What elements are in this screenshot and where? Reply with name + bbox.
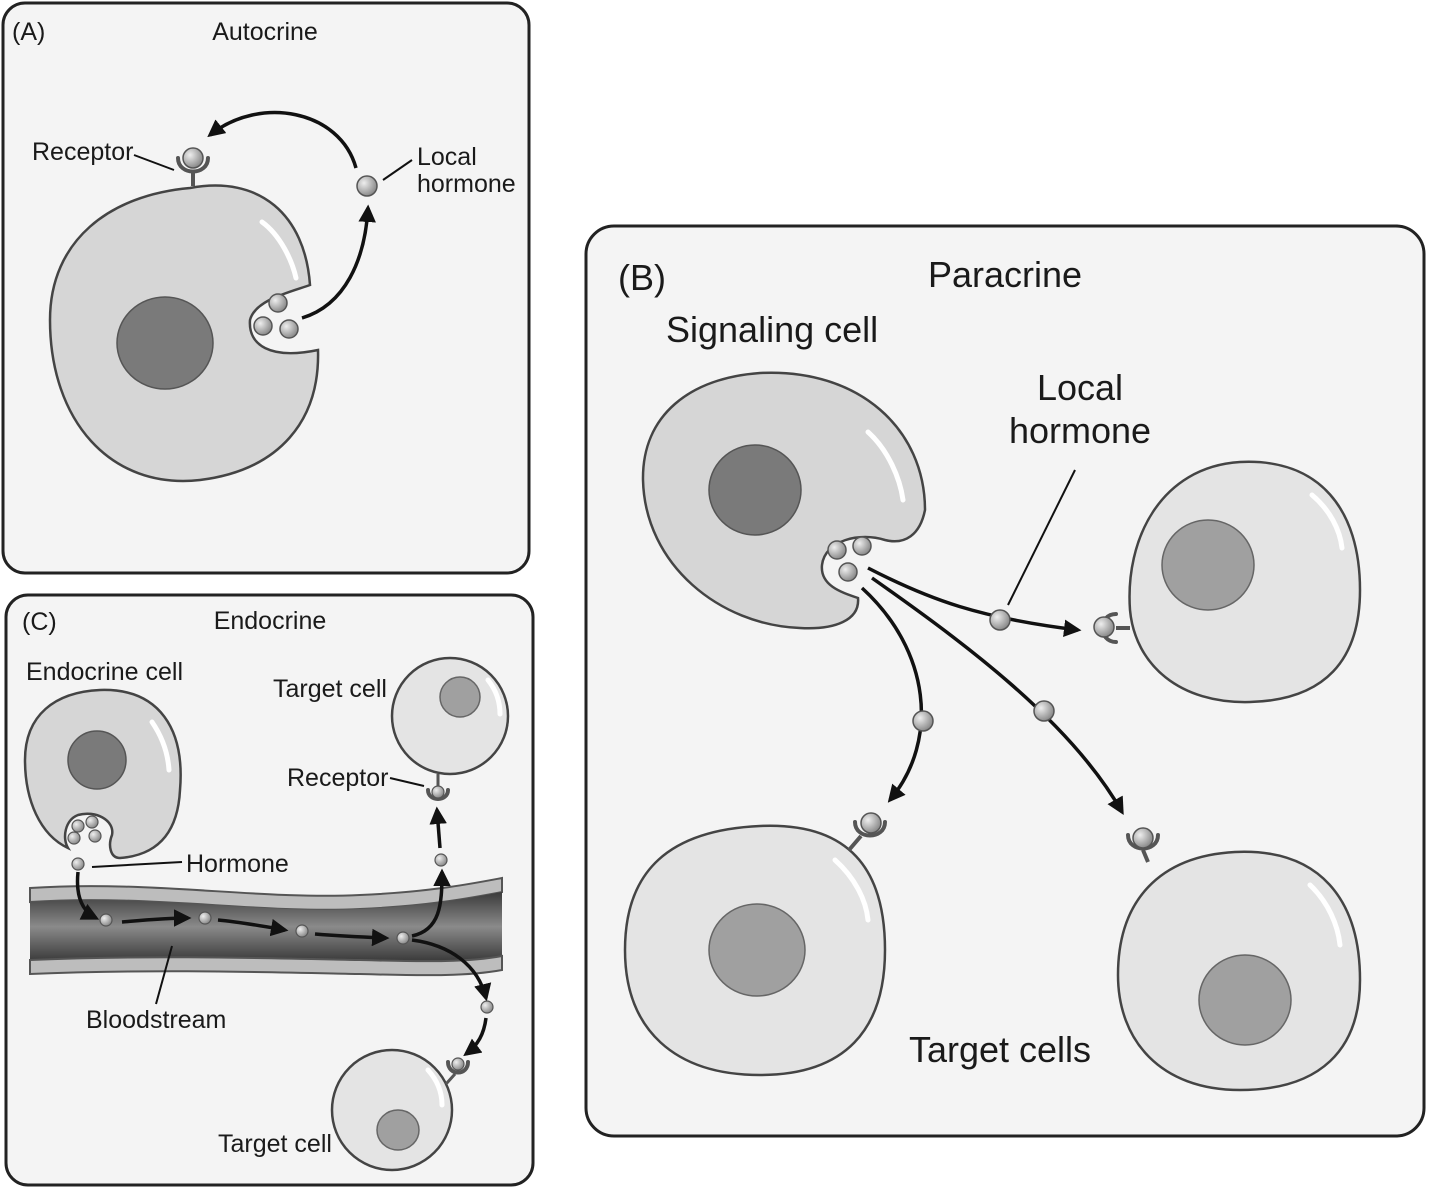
paracrine-target-nucleus (1198, 954, 1292, 1046)
panel-paracrine: (B) Paracrine Signaling cell Local hormo… (584, 224, 1426, 1138)
paracrine-arrow-lower-right (870, 576, 1124, 816)
endocrine-hormone-label: Hormone (186, 850, 289, 878)
endocrine-arrow-to-receptor-bottom (463, 1017, 488, 1057)
endocrine-target-bottom-highlight (425, 1067, 445, 1108)
endocrine-arrow-down-out (411, 938, 492, 1002)
endocrine-arrow-flow-2 (217, 918, 289, 937)
autocrine-cell-highlight (259, 219, 299, 281)
endocrine-target-cell-top (390, 656, 510, 776)
endocrine-target-top-nucleus (439, 676, 481, 718)
endocrine-arrow-to-receptor-top (429, 806, 447, 849)
paracrine-arrow-right (867, 566, 1082, 637)
paracrine-bound-hormone (1093, 616, 1115, 638)
autocrine-local-hormone (356, 175, 378, 197)
endocrine-hormone (71, 857, 85, 871)
paracrine-signaling-nucleus (708, 444, 802, 536)
endocrine-vesicle-molecule (88, 829, 102, 843)
autocrine-arrow-up (301, 204, 376, 320)
autocrine-hormone-leader (382, 159, 413, 181)
endocrine-vesicle-molecule (71, 819, 85, 833)
paracrine-hormone-leader (1007, 469, 1076, 606)
endocrine-hormone (434, 853, 448, 867)
endocrine-receptor-bottom (446, 1060, 470, 1075)
paracrine-hormone-label-2: hormone (1009, 410, 1151, 451)
paracrine-target-highlight (1307, 882, 1343, 948)
paracrine-receptor-stem (1141, 849, 1150, 863)
endocrine-receptor-leader (389, 777, 425, 787)
endocrine-arrow-flow-1 (121, 909, 192, 927)
endocrine-receptor-bottom-stem (444, 1072, 457, 1086)
paracrine-local-hormone (912, 710, 934, 732)
autocrine-vesicle-molecule (253, 316, 273, 336)
target-cells-label: Target cells (909, 1029, 1091, 1070)
paracrine-local-hormone (1033, 700, 1055, 722)
paracrine-vesicle-molecule (838, 562, 858, 582)
paracrine-vesicle-molecule (827, 540, 847, 560)
bloodstream-leader (155, 945, 173, 1005)
paracrine-arrow-lower-left (860, 586, 924, 803)
autocrine-hormone-label-1: Local (417, 143, 477, 171)
paracrine-signaling-highlight (865, 429, 906, 503)
autocrine-receptor (176, 156, 210, 174)
endocrine-bound-hormone (431, 785, 445, 799)
endocrine-hormone (480, 1000, 494, 1014)
endocrine-target-top-highlight (485, 677, 503, 717)
paracrine-target-nucleus (708, 903, 806, 997)
endocrine-arrow-flow-3 (314, 928, 390, 947)
bloodstream-wall-bottom (29, 954, 503, 977)
endocrine-hormone (295, 924, 309, 938)
endocrine-receptor-label: Receptor (287, 764, 388, 792)
paracrine-receptor-lower-left (853, 820, 887, 838)
panel-b-title: Paracrine (928, 254, 1082, 295)
panel-a-title: Autocrine (212, 18, 318, 46)
signaling-cell-label: Signaling cell (666, 309, 878, 350)
panel-c-letter: (C) (22, 608, 57, 636)
paracrine-vesicle-molecule (852, 536, 872, 556)
target-cell-top-label: Target cell (273, 675, 387, 703)
autocrine-nucleus (116, 296, 214, 390)
bloodstream-label: Bloodstream (86, 1006, 226, 1034)
autocrine-receptor-label: Receptor (32, 138, 133, 166)
endocrine-receptor-top (426, 788, 450, 801)
endocrine-bound-hormone (451, 1057, 465, 1071)
panel-c-title: Endocrine (214, 607, 327, 635)
autocrine-hormone-label-2: hormone (417, 170, 516, 198)
endocrine-nucleus (67, 730, 127, 790)
autocrine-receptor-leader (133, 154, 175, 171)
endocrine-arrow-up-out (411, 868, 451, 938)
panel-a-letter: (A) (12, 18, 45, 46)
endocrine-hormone (198, 911, 212, 925)
panel-autocrine: (A) Autocrine Receptor Local hormone (1, 1, 531, 575)
paracrine-hormone-label-1: Local (1037, 367, 1123, 408)
paracrine-target-nucleus (1161, 519, 1255, 611)
endocrine-cell-label: Endocrine cell (26, 658, 183, 686)
paracrine-receptor-stem (847, 834, 863, 852)
endocrine-cell-highlight (149, 719, 172, 773)
autocrine-vesicle-molecule (268, 293, 288, 313)
endocrine-hormone (99, 913, 113, 927)
endocrine-hormone-leader (91, 861, 183, 868)
paracrine-target-highlight (1309, 492, 1345, 551)
endocrine-hormone (396, 931, 410, 945)
paracrine-bound-hormone (860, 812, 882, 834)
paracrine-target-highlight (832, 857, 871, 923)
panel-b-letter: (B) (618, 257, 666, 298)
paracrine-bound-hormone (1132, 827, 1154, 849)
paracrine-local-hormone (989, 609, 1011, 631)
target-cell-bottom-label: Target cell (218, 1130, 332, 1158)
autocrine-bound-hormone (182, 147, 204, 169)
panel-endocrine: (C) Endocrine Endocrine cell (4, 593, 535, 1187)
endocrine-target-bottom-nucleus (376, 1109, 420, 1151)
endocrine-vesicle-molecule (85, 815, 99, 829)
autocrine-vesicle-molecule (279, 319, 299, 339)
endocrine-vesicle-molecule (67, 831, 81, 845)
autocrine-arrow-back (207, 110, 358, 169)
endocrine-arrow-into-blood (75, 871, 100, 920)
